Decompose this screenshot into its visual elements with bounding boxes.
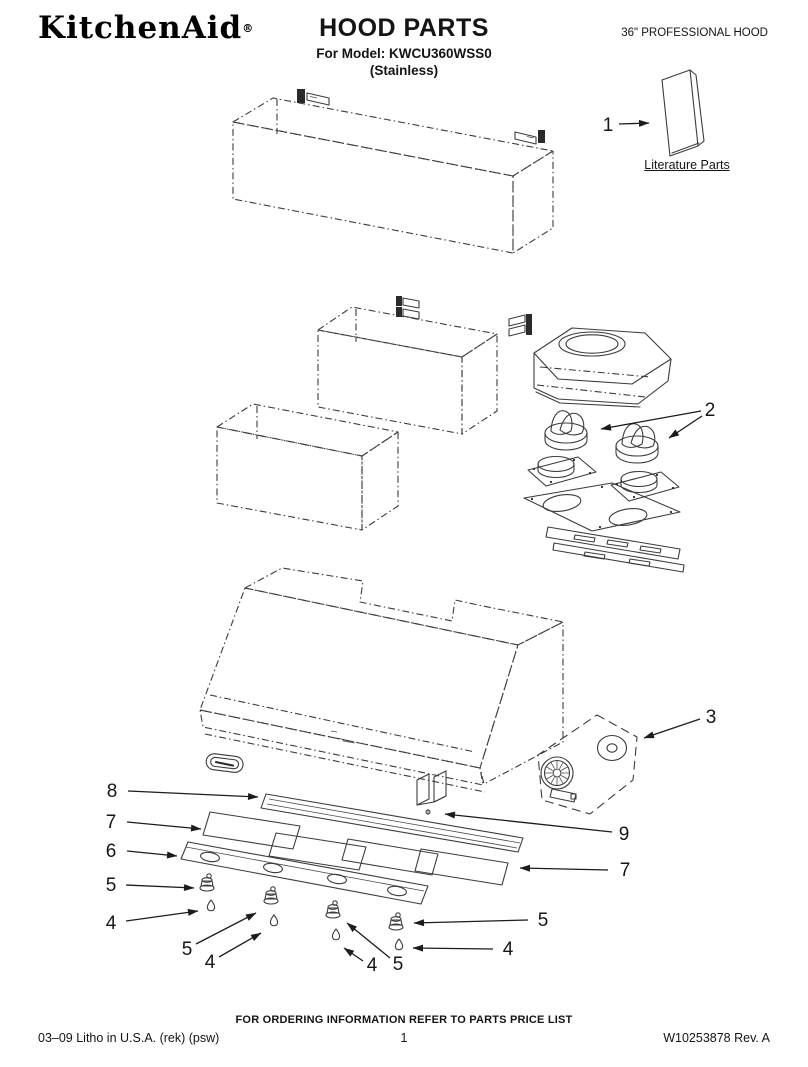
leader-6 — [126, 850, 178, 859]
callout-4d: 4 — [503, 939, 514, 960]
callout-5a: 5 — [106, 875, 117, 896]
callout-4a: 4 — [106, 913, 117, 934]
mounting-plate — [523, 482, 681, 532]
support-rails — [545, 526, 685, 573]
leader-1 — [618, 119, 650, 127]
callout-7-left: 7 — [106, 812, 117, 833]
vent-transition-box — [533, 327, 672, 408]
grease-filter — [202, 811, 509, 886]
brand-logo: KitchenAid® — [38, 10, 253, 46]
leader-7-right — [519, 864, 609, 872]
callout-8: 8 — [107, 781, 118, 802]
title-block: HOOD PARTS For Model: KWCU360WSS0 (Stain… — [244, 14, 564, 78]
leader-5b — [195, 912, 257, 945]
callout-6: 6 — [106, 841, 117, 862]
collar-plate — [527, 455, 597, 487]
callout-4b: 4 — [205, 952, 216, 973]
callout-7-right: 7 — [620, 860, 631, 881]
leader-3 — [643, 718, 701, 739]
mounting-clip-pair — [508, 314, 532, 337]
mounting-bracket — [297, 89, 330, 106]
leader-2b — [668, 415, 703, 439]
leader-4b — [218, 932, 262, 958]
lamp-holder — [325, 900, 341, 919]
model-line: For Model: KWCU360WSS0 — [316, 46, 492, 61]
leader-4c — [343, 947, 364, 962]
callout-5d: 5 — [538, 910, 549, 931]
lamp-holder — [199, 873, 215, 892]
leader-8 — [127, 790, 259, 801]
blower-assembly — [537, 714, 638, 815]
finish-line: (Stainless) — [369, 63, 439, 78]
callout-numbers: 1 2 3 9 7 8 7 6 5 4 5 4 4 5 5 4 — [106, 115, 717, 976]
callout-1: 1 — [603, 115, 614, 136]
document-number: W10253878 Rev. A — [663, 1031, 770, 1045]
duct-cover-upper — [317, 306, 498, 435]
litho-line: 03–09 Litho in U.S.A. (rek) (psw) — [38, 1031, 220, 1045]
damper-assembly — [544, 410, 588, 451]
damper-assembly — [615, 423, 659, 464]
duct-cover-top — [232, 97, 554, 254]
product-label: 36" PROFESSIONAL HOOD — [621, 27, 768, 39]
mounting-clip-pair — [396, 296, 420, 320]
brand-text: KitchenAid — [38, 10, 243, 46]
leader-4a — [125, 908, 199, 922]
leader-5d — [413, 919, 529, 927]
callout-9: 9 — [619, 824, 630, 845]
lamp-holder — [388, 912, 404, 931]
leader-2a — [600, 410, 702, 431]
page-title: HOOD PARTS — [319, 14, 489, 42]
callout-2: 2 — [705, 400, 716, 421]
hood-canopy — [199, 567, 564, 793]
control-switch — [205, 753, 244, 773]
literature-parts-label: Literature Parts — [644, 158, 730, 172]
callout-4c: 4 — [367, 955, 378, 976]
callout-3: 3 — [706, 707, 717, 728]
leader-5c — [346, 922, 391, 959]
duct-cover-lower — [216, 403, 399, 531]
lamp-holder — [263, 886, 279, 905]
registered-mark: ® — [242, 22, 254, 35]
leader-4d — [412, 944, 494, 952]
callout-5b: 5 — [182, 939, 193, 960]
page-number: 1 — [400, 1031, 408, 1045]
bottom-panel — [180, 841, 429, 905]
duct-bracket — [416, 770, 447, 815]
callout-5c: 5 — [393, 954, 404, 975]
leader-7-left — [126, 821, 202, 832]
literature-book-icon — [661, 69, 705, 157]
ordering-note: FOR ORDERING INFORMATION REFER TO PARTS … — [235, 1014, 573, 1026]
leader-9 — [444, 811, 613, 833]
leader-5a — [125, 884, 195, 892]
leader-lines — [125, 119, 703, 962]
grease-rail — [260, 793, 524, 853]
light-bulb — [206, 899, 404, 951]
mounting-bracket — [514, 130, 545, 145]
